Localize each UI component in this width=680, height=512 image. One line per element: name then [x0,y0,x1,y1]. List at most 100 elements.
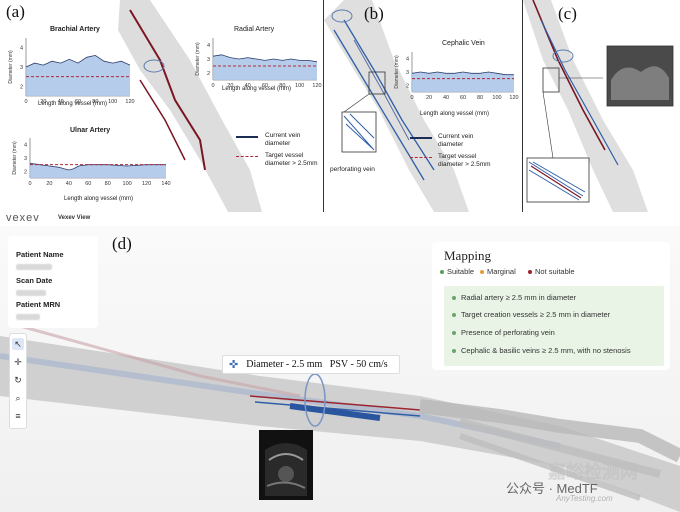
x-tick-label: 120 [312,83,321,89]
legend-marginal-label: Marginal [487,267,516,276]
legend-line-current-b [410,137,432,139]
arm-illustration-c [523,0,674,212]
watermark-url: AnyTesting.com [556,494,613,503]
x-tick-label: 60 [75,99,81,105]
y-tick-label: 4 [207,43,210,49]
x-tick-label: 40 [66,181,72,187]
x-tick-label: 20 [227,83,233,89]
not-suitable-dot-icon [528,269,532,274]
check-dot-icon [452,348,456,353]
chart-title-radial: Radial Artery [234,26,275,33]
series-line-current [29,162,166,171]
y-tick-label: 3 [207,57,210,63]
x-axis-label-radial: Length along vessel (mm) [222,86,292,92]
ultrasound-thumbnail[interactable] [259,430,313,500]
x-tick-label: 120 [142,181,151,187]
criterion-item: Radial artery ≥ 2.5 mm in diameter [452,293,576,302]
watermark-site: 嘉峪检测网 [548,462,638,482]
legend-line-current [236,136,258,138]
ultrasound-image [265,443,307,496]
y-axis-label: Diameter (mm) [12,141,18,175]
panel-letter-c: (c) [558,4,577,23]
x-tick-label: 0 [28,181,31,187]
panel-c: (c) [523,0,680,212]
x-tick-label: 0 [410,95,413,101]
series-area-current [30,163,166,178]
y-axis-label: Diameter (mm) [8,50,14,84]
y-tick-label: 3 [406,70,409,76]
crosshair-icon[interactable]: ✜ [229,359,239,371]
x-tick-label: 40 [58,99,64,105]
x-tick-label: 120 [509,95,518,101]
perforating-vein-label: perforating vein [330,166,375,173]
x-tick-label: 100 [295,83,304,89]
panel-letter-a: (a) [6,2,25,21]
y-tick-label: 4 [406,57,409,63]
series-line-current [411,71,514,76]
panel-letter-b: (b) [364,4,384,23]
y-tick-label: 2 [20,84,23,90]
rotate-icon[interactable]: ↻ [14,374,22,385]
x-tick-label: 80 [105,181,111,187]
pointer-icon[interactable]: ↖ [12,338,24,350]
y-tick-label: 4 [20,46,23,52]
criterion-item: Presence of perforating vein [452,328,555,337]
x-tick-label: 20 [40,99,46,105]
patient-name-label: Patient Name [16,250,64,259]
y-tick-label: 2 [406,83,409,89]
measurement-readout[interactable]: ✜ Diameter - 2.5 mm PSV - 50 cm/s [222,355,400,374]
x-tick-label: 0 [211,83,214,89]
suitable-dot-icon [440,269,444,274]
panel-letter-d: (d) [112,234,132,253]
legend-not-suitable-label: Not suitable [535,267,575,276]
zoom-icon[interactable]: ⌕ [15,392,21,403]
move-icon[interactable]: ✛ [14,356,22,367]
x-tick-label: 80 [92,99,98,105]
brand-logo: vexev [6,212,40,224]
x-tick-label: 20 [426,95,432,101]
series-line-current [25,54,131,68]
criterion-item: Target creation vessels ≥ 2.5 mm in diam… [452,310,610,319]
x-tick-label: 100 [108,99,117,105]
legend-current-a: Current vein diameter [265,132,301,147]
x-tick-label: 60 [85,181,91,187]
x-tick-label: 40 [443,95,449,101]
y-axis-label: Diameter (mm) [394,55,400,89]
check-dot-icon [452,295,456,300]
series-area-current [412,72,514,92]
chart-title-ulnar: Ulnar Artery [70,127,111,134]
x-tick-label: 80 [477,95,483,101]
chart-title-brachial: Brachial Artery [50,26,100,33]
y-tick-label: 3 [20,65,23,71]
mapping-title: Mapping [444,248,491,263]
x-axis-label-ulnar: Length along vessel (mm) [64,196,134,202]
criterion-text: Presence of perforating vein [461,328,555,337]
x-tick-label: 120 [125,99,134,105]
menu-icon[interactable]: ≡ [15,411,21,421]
x-axis-label-cephalic: Length along vessel (mm) [420,111,490,117]
criterion-text: Radial artery ≥ 2.5 mm in diameter [461,293,576,302]
x-tick-label: 60 [262,83,268,89]
series-area-current [26,55,130,96]
legend-not-suitable: Not suitable [528,267,575,276]
legend-target-a: Target vessel diameter > 2.5mm [265,152,318,167]
series-line-current [212,54,318,63]
x-tick-label: 140 [161,181,170,187]
check-dot-icon [452,312,456,317]
marginal-dot-icon [480,269,484,274]
patient-name-value [16,264,52,270]
arm-illustration-a [118,0,262,212]
arm-illustration-b [324,0,469,212]
divider [323,0,324,212]
divider [522,0,523,212]
patient-mrn-label: Patient MRN [16,300,61,309]
legend-current-b: Current vein diameter [438,133,474,148]
criterion-text: Cephalic & basilic veins ≥ 2.5 mm, with … [461,346,631,355]
3d-arm-model[interactable] [0,226,680,512]
scan-date-value [16,290,46,296]
view-title: Vexev View [58,215,91,221]
chart-title-cephalic: Cephalic Vein [442,40,485,47]
